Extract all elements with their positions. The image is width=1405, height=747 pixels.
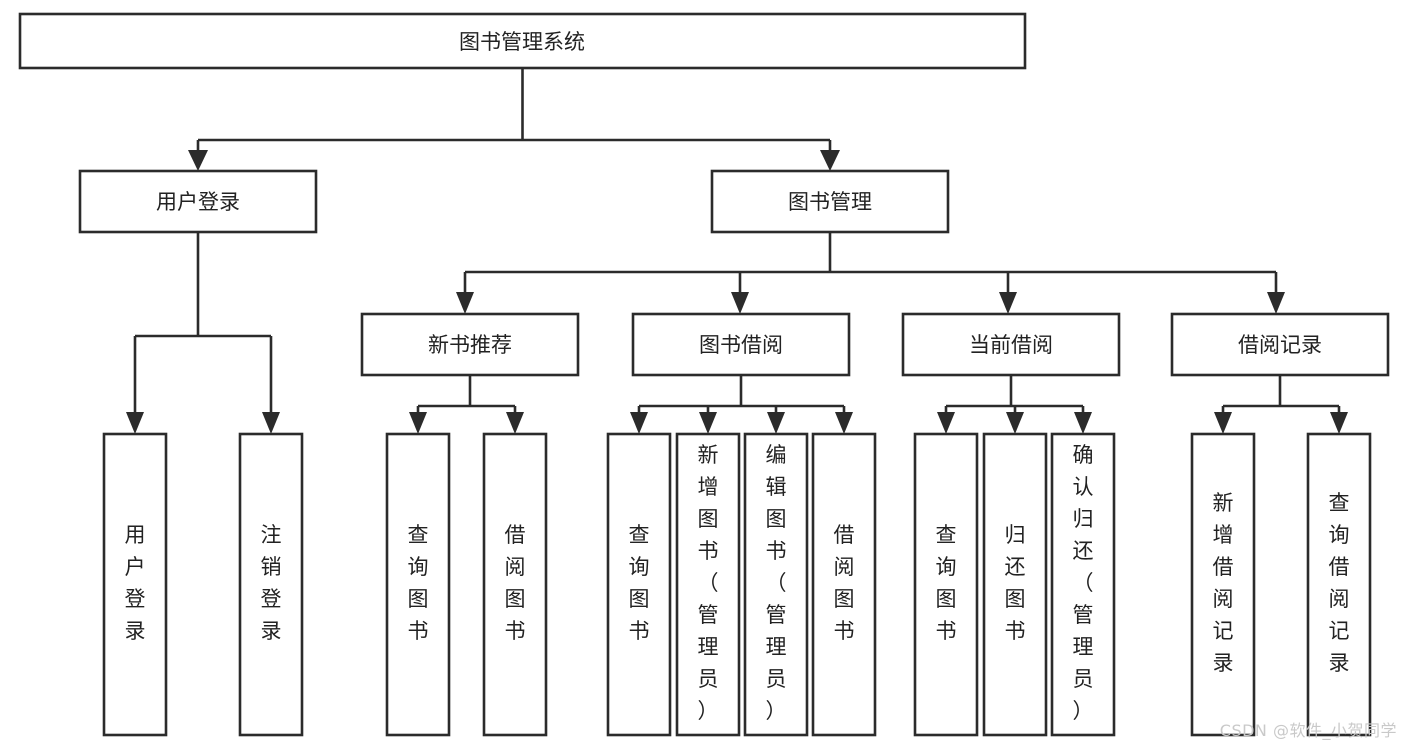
node-leaf-borrow-book-box[interactable] — [811, 432, 877, 737]
node-leaf-add-book-label: 新增图书（管理员） — [698, 443, 719, 723]
arrow-head-book-management — [820, 150, 840, 171]
node-borrow-record-label: 借阅记录 — [1238, 333, 1322, 357]
node-leaf-borrow-book-rec-label: 借阅图书 — [505, 523, 526, 643]
node-book-borrow-label: 图书借阅 — [699, 333, 783, 357]
node-current-borrow-box[interactable] — [901, 312, 1121, 377]
node-new-book-recommend-box[interactable] — [360, 312, 580, 377]
node-leaf-query-book-current-label: 查询图书 — [936, 523, 957, 643]
arrow-head-leaf-query-book-rec — [409, 412, 427, 434]
node-leaf-add-record[interactable]: 新增借阅记录 — [1190, 432, 1256, 737]
node-leaf-confirm-return-box[interactable] — [1050, 432, 1116, 737]
node-leaf-query-book-borrow-box[interactable] — [606, 432, 672, 737]
connector-layer — [126, 68, 1348, 434]
node-leaf-logout-label: 注销登录 — [261, 523, 282, 643]
arrow-head-leaf-logout — [262, 412, 280, 434]
arrow-head-leaf-confirm-return — [1074, 412, 1092, 434]
node-leaf-edit-book-label: 编辑图书（管理员） — [766, 443, 787, 723]
node-leaf-query-book-borrow-label: 查询图书 — [629, 523, 650, 643]
node-borrow-record-box[interactable] — [1170, 312, 1390, 377]
node-user-login[interactable]: 用户登录 — [78, 169, 318, 234]
node-leaf-confirm-return-label: 确认归还（管理员） — [1073, 443, 1094, 723]
arrow-head-borrow-record — [1267, 292, 1285, 314]
arrow-head-current-borrow — [999, 292, 1017, 314]
node-leaf-user-login[interactable]: 用户登录 — [102, 432, 168, 737]
node-leaf-query-book-rec[interactable]: 查询图书 — [385, 432, 451, 737]
node-book-borrow-box[interactable] — [631, 312, 851, 377]
node-leaf-query-book-rec-box[interactable] — [385, 432, 451, 737]
arrow-head-leaf-query-record — [1330, 412, 1348, 434]
leaf-nodes-layer: 用户登录 注销登录 查询图书 借阅图书 查询图书 新增图书（管理员） — [102, 432, 1372, 737]
arrow-head-leaf-add-record — [1214, 412, 1232, 434]
arrow-head-leaf-query-book-borrow — [630, 412, 648, 434]
node-root[interactable]: 图书管理系统 — [18, 12, 1027, 70]
node-root-box[interactable] — [18, 12, 1027, 70]
arrow-head-leaf-return-book — [1006, 412, 1024, 434]
node-leaf-return-book-label: 归还图书 — [1005, 523, 1026, 643]
arrow-head-leaf-add-book — [699, 412, 717, 434]
node-leaf-add-book-box[interactable] — [675, 432, 741, 737]
node-leaf-query-book-current-box[interactable] — [913, 432, 979, 737]
node-leaf-borrow-book-rec-box[interactable] — [482, 432, 548, 737]
node-leaf-logout[interactable]: 注销登录 — [238, 432, 304, 737]
node-leaf-query-record-label: 查询借阅记录 — [1329, 491, 1350, 675]
arrow-head-new-book-recommend — [456, 292, 474, 314]
csdn-watermark: CSDN @软件_小贺同学 — [1219, 721, 1397, 740]
node-leaf-user-login-box[interactable] — [102, 432, 168, 737]
node-borrow-record[interactable]: 借阅记录 — [1170, 312, 1390, 377]
node-leaf-logout-box[interactable] — [238, 432, 304, 737]
arrow-head-user-login — [188, 150, 208, 171]
node-new-book-recommend[interactable]: 新书推荐 — [360, 312, 580, 377]
node-leaf-query-record[interactable]: 查询借阅记录 — [1306, 432, 1372, 737]
node-leaf-add-record-box[interactable] — [1190, 432, 1256, 737]
node-user-login-box[interactable] — [78, 169, 318, 234]
arrow-head-leaf-borrow-book-rec — [506, 412, 524, 434]
node-leaf-add-record-label: 新增借阅记录 — [1213, 491, 1234, 675]
node-leaf-borrow-book[interactable]: 借阅图书 — [811, 432, 877, 737]
arrow-head-leaf-borrow-book — [835, 412, 853, 434]
node-leaf-return-book-box[interactable] — [982, 432, 1048, 737]
node-root-label: 图书管理系统 — [459, 30, 585, 54]
arrow-head-leaf-query-book-current — [937, 412, 955, 434]
node-leaf-query-record-box[interactable] — [1306, 432, 1372, 737]
node-leaf-borrow-book-rec[interactable]: 借阅图书 — [482, 432, 548, 737]
node-leaf-confirm-return[interactable]: 确认归还（管理员） — [1050, 432, 1116, 737]
node-leaf-return-book[interactable]: 归还图书 — [982, 432, 1048, 737]
node-leaf-query-book-borrow[interactable]: 查询图书 — [606, 432, 672, 737]
arrow-head-leaf-edit-book — [767, 412, 785, 434]
node-leaf-edit-book-box[interactable] — [743, 432, 809, 737]
node-user-login-label: 用户登录 — [156, 190, 240, 214]
node-book-management-box[interactable] — [710, 169, 950, 234]
node-leaf-query-book-rec-label: 查询图书 — [408, 523, 429, 643]
node-book-management[interactable]: 图书管理 — [710, 169, 950, 234]
node-leaf-borrow-book-label: 借阅图书 — [834, 523, 855, 643]
node-current-borrow-label: 当前借阅 — [969, 333, 1053, 357]
node-leaf-query-book-current[interactable]: 查询图书 — [913, 432, 979, 737]
node-leaf-add-book[interactable]: 新增图书（管理员） — [675, 432, 741, 737]
node-leaf-edit-book[interactable]: 编辑图书（管理员） — [743, 432, 809, 737]
node-current-borrow[interactable]: 当前借阅 — [901, 312, 1121, 377]
arrow-head-book-borrow — [731, 292, 749, 314]
node-book-borrow[interactable]: 图书借阅 — [631, 312, 851, 377]
node-book-management-label: 图书管理 — [788, 190, 872, 214]
node-new-book-recommend-label: 新书推荐 — [428, 333, 512, 357]
node-leaf-user-login-label: 用户登录 — [125, 523, 146, 643]
arrow-head-leaf-user-login — [126, 412, 144, 434]
